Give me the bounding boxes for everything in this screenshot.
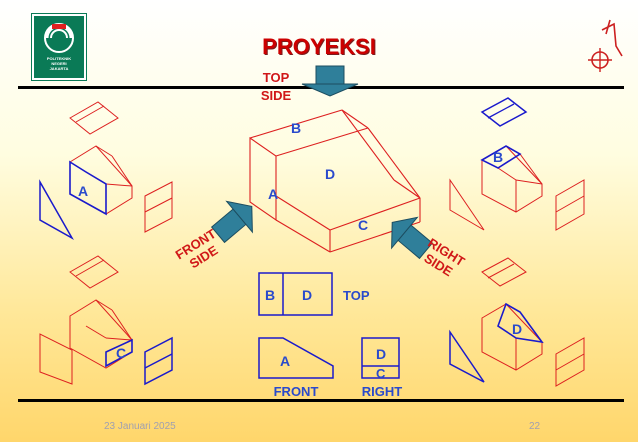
right-lower-label-d: D xyxy=(512,321,522,337)
front-view-caption: FRONT xyxy=(274,384,319,399)
top-view-label-d: D xyxy=(302,287,312,303)
right-view-drawing xyxy=(361,337,400,379)
top-view-arrow xyxy=(301,65,359,97)
logo-line-1: POLITEKNIK xyxy=(46,56,72,61)
front-view-drawing xyxy=(258,337,334,379)
top-side-label-line1: TOP xyxy=(263,70,290,85)
face-label-c: C xyxy=(358,217,368,233)
main-isometric-block xyxy=(249,109,421,253)
right-view-label-c: C xyxy=(376,366,386,381)
right-view-arrow xyxy=(391,216,434,260)
right-view-label-d: D xyxy=(376,346,386,362)
drafting-symbol-icon xyxy=(588,19,623,72)
logo-line-2: NEGERI xyxy=(51,61,67,66)
logo-text: POLITEKNIK NEGERI JAKARTA xyxy=(34,56,84,71)
right-view-caption: RIGHT xyxy=(362,384,403,399)
face-label-b: B xyxy=(291,120,301,136)
front-view-arrow xyxy=(210,200,253,244)
front-view-label-a: A xyxy=(280,353,290,369)
right-lower-example xyxy=(449,257,585,387)
left-upper-label-a: A xyxy=(78,183,88,199)
polytechnic-logo: POLITEKNIK NEGERI JAKARTA xyxy=(32,14,86,80)
bottom-divider xyxy=(18,399,624,402)
top-view-drawing xyxy=(258,272,333,316)
page-number: 22 xyxy=(529,421,541,432)
top-side-label-line2: SIDE xyxy=(261,88,292,103)
footer-date: 23 Januari 2025 xyxy=(104,421,176,432)
left-lower-label-c: C xyxy=(116,345,126,361)
top-view-label-b: B xyxy=(265,287,275,303)
slide-title: PROYEKSI xyxy=(262,34,376,59)
top-view-caption: TOP xyxy=(343,288,370,303)
left-upper-example xyxy=(39,101,173,240)
logo-line-3: JAKARTA xyxy=(49,66,69,71)
face-label-a: A xyxy=(268,186,278,202)
right-upper-label-b: B xyxy=(493,149,503,165)
face-label-d: D xyxy=(325,166,335,182)
left-lower-example xyxy=(39,255,173,386)
logo-emblem-icon xyxy=(44,23,74,53)
right-upper-example xyxy=(449,97,585,231)
